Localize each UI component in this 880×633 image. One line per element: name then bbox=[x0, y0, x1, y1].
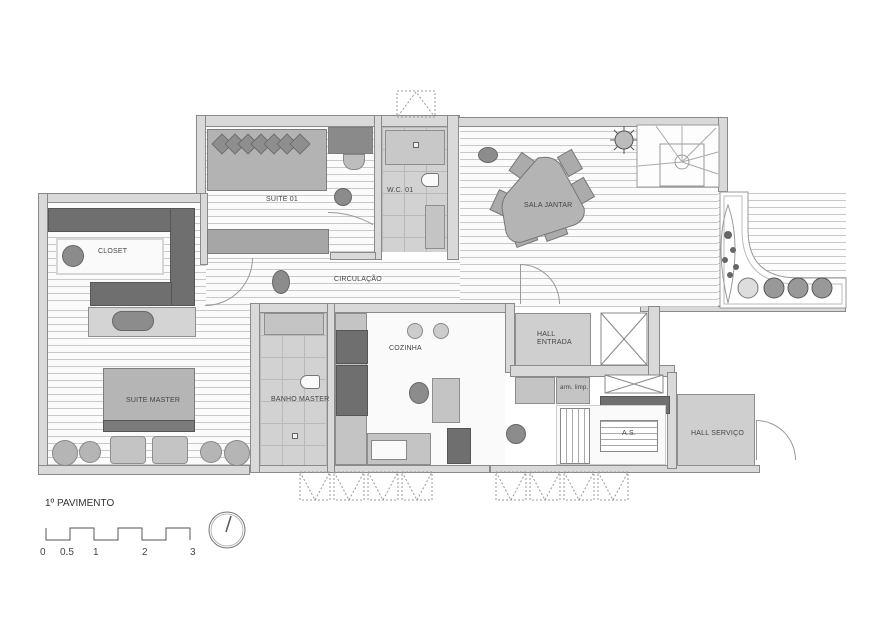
drying-rack bbox=[560, 408, 590, 464]
master-bed-footer bbox=[103, 420, 195, 432]
kitchen-cabinet-dark bbox=[447, 428, 471, 464]
windows-bottom bbox=[299, 471, 629, 502]
elevator-shaft bbox=[600, 312, 648, 366]
master-nightstand-left bbox=[110, 436, 146, 464]
tank-sink bbox=[515, 377, 555, 404]
stool-icon bbox=[407, 323, 423, 339]
outer-wall-left bbox=[38, 193, 48, 475]
closet-shelf-right bbox=[170, 208, 195, 306]
room-label-suite01: SUITE 01 bbox=[266, 196, 298, 203]
room-label-wc01: W.C. 01 bbox=[387, 187, 414, 194]
hall-entrada-floor bbox=[515, 313, 591, 366]
wall-shaft-right bbox=[648, 306, 660, 376]
room-label-hall-servico: HALL SERVIÇO bbox=[691, 430, 744, 437]
person-icon bbox=[506, 424, 526, 444]
scale-tick-0: 0 bbox=[40, 547, 46, 558]
banho-master-floor bbox=[260, 313, 327, 465]
pouf-icon bbox=[200, 441, 222, 463]
fridge bbox=[336, 330, 368, 364]
room-label-circulacao: CIRCULAÇÃO bbox=[334, 276, 382, 283]
wall-hall-bottom bbox=[510, 365, 675, 377]
staircase bbox=[636, 124, 720, 188]
dining-table bbox=[489, 148, 596, 248]
hall-servico-floor bbox=[677, 394, 755, 466]
closet-shelf-bottom bbox=[90, 282, 172, 306]
room-label-cozinha: COZINHA bbox=[389, 345, 422, 352]
wc01-drain-icon bbox=[413, 142, 419, 148]
wc01-toilet-icon bbox=[421, 173, 439, 187]
banho-master-toilet-icon bbox=[300, 375, 320, 389]
room-label-as: A.S. bbox=[622, 430, 637, 437]
outer-wall-left-suite bbox=[196, 115, 206, 197]
hall-servico-door[interactable] bbox=[756, 420, 796, 460]
room-label-closet: CLOSET bbox=[98, 248, 128, 255]
scale-tick-2: 2 bbox=[142, 547, 148, 558]
room-label-hall-entrada-2: ENTRADA bbox=[537, 339, 572, 346]
person-icon bbox=[334, 188, 352, 206]
plant-icon bbox=[610, 126, 638, 154]
pouf-icon bbox=[79, 441, 101, 463]
room-label-suite-master: SUITE MASTER bbox=[126, 397, 181, 404]
wall-circ-bottom bbox=[250, 303, 510, 313]
room-label-hall-entrada-1: HALL bbox=[537, 331, 556, 338]
closet-shelf-top bbox=[48, 208, 190, 232]
master-nightstand-right bbox=[152, 436, 188, 464]
scale-bar bbox=[45, 527, 191, 541]
room-label-banho-master: BANHO MASTER bbox=[271, 396, 330, 403]
suite01-bench bbox=[207, 229, 329, 254]
oven-tower bbox=[336, 365, 368, 416]
wall-suite-wc bbox=[374, 115, 382, 260]
person-icon bbox=[478, 147, 498, 163]
cooktop-island bbox=[432, 378, 460, 423]
north-arrow-icon bbox=[208, 511, 246, 549]
scale-tick-1: 1 bbox=[93, 547, 99, 558]
scale-tick-0-5: 0.5 bbox=[60, 547, 74, 558]
pouf-icon bbox=[52, 440, 78, 466]
suite01-chair bbox=[343, 154, 365, 170]
outer-wall-bottom-master bbox=[38, 465, 250, 475]
person-icon bbox=[409, 382, 429, 404]
suite01-pillows bbox=[211, 133, 311, 155]
master-bed bbox=[103, 368, 195, 428]
banho-master-sink bbox=[264, 313, 324, 335]
terrace-plants bbox=[720, 203, 833, 304]
banho-master-drain-icon bbox=[292, 433, 298, 439]
pouf-icon bbox=[224, 440, 250, 466]
wall-hall-left bbox=[505, 303, 515, 373]
outer-wall-bottom-service bbox=[490, 465, 760, 473]
person-icon bbox=[62, 245, 84, 267]
ironing-board bbox=[600, 420, 658, 452]
room-label-arm-limp: arm. limp. bbox=[560, 385, 589, 391]
scale-tick-3: 3 bbox=[190, 547, 196, 558]
suite01-desk bbox=[328, 127, 373, 154]
wall-service-right bbox=[667, 372, 677, 469]
person-icon bbox=[272, 270, 290, 294]
stool-icon bbox=[433, 323, 449, 339]
arm-limp-closet bbox=[556, 377, 590, 404]
wall-master-right bbox=[250, 303, 260, 473]
wc01-vanity bbox=[425, 205, 445, 249]
shaft-2 bbox=[604, 374, 664, 394]
kitchen-sink-icon bbox=[371, 440, 407, 460]
wall-bath-right bbox=[327, 303, 335, 473]
outer-wall-top-closet bbox=[38, 193, 206, 203]
room-label-sala-jantar: SALA JANTAR bbox=[524, 202, 573, 209]
wall-wc-sala bbox=[447, 115, 459, 260]
plan-title: 1º PAVIMENTO bbox=[45, 498, 115, 509]
window-wc01 bbox=[396, 90, 436, 118]
person-lying-icon bbox=[112, 311, 154, 331]
